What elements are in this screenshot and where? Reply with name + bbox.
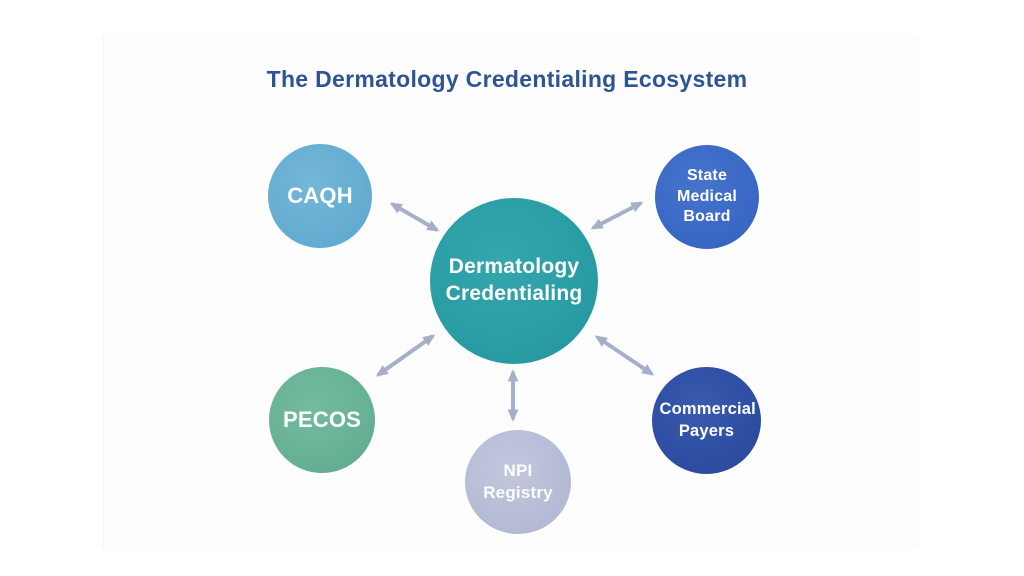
node-npi-registry-label: NPI Registry bbox=[483, 461, 553, 502]
node-state-medical-board-label: State Medical Board bbox=[676, 167, 738, 226]
diagram-title: The Dermatology Credentialing Ecosystem bbox=[266, 66, 748, 92]
node-npi-registry: NPI Registry bbox=[465, 430, 571, 534]
node-pecos-label: PECOS bbox=[282, 406, 362, 432]
node-caqh-label: CAQH bbox=[287, 182, 353, 208]
node-commercial-payers-label: Commercial Payers bbox=[659, 400, 756, 440]
node-dermatology-credentialing: Dermatology Credentialing bbox=[430, 198, 598, 364]
node-commercial-payers: Commercial Payers bbox=[652, 367, 761, 474]
node-dermatology-credentialing-label: Dermatology Credentialing bbox=[445, 255, 583, 305]
node-state-medical-board: State Medical Board bbox=[655, 145, 759, 249]
node-caqh: CAQH bbox=[268, 144, 372, 248]
node-pecos: PECOS bbox=[269, 367, 375, 473]
